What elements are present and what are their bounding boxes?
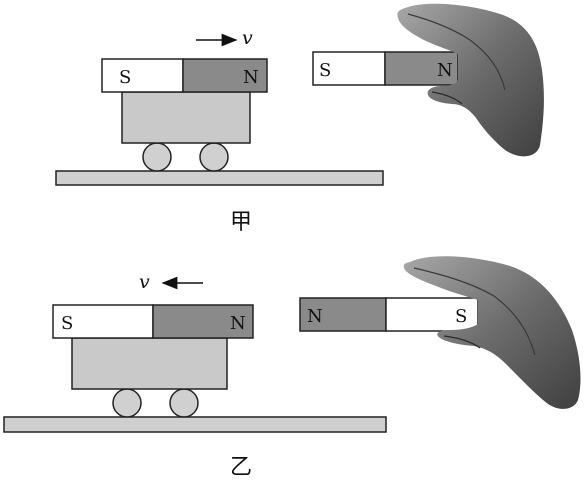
panel-caption: 乙 [230, 455, 252, 480]
cart-body [71, 337, 228, 390]
pole-label: N [243, 67, 259, 88]
hand-icon [403, 256, 581, 409]
pole-label: N [230, 313, 246, 334]
pole-label: S [61, 313, 73, 334]
cart-body [121, 91, 251, 144]
hand-magnet: N S [299, 297, 479, 332]
velocity-label: v [242, 27, 253, 49]
velocity-label: v [139, 271, 150, 293]
pole-label: S [455, 306, 467, 327]
pole-label: N [437, 60, 453, 81]
panel-caption: 甲 [230, 210, 252, 235]
panel-jia: S N v S N 甲 [55, 3, 544, 235]
hand-magnet: S N [312, 51, 459, 86]
panel-yi: S N v N S 乙 [3, 256, 581, 480]
wheel [169, 388, 199, 418]
track [55, 170, 384, 186]
track [3, 416, 387, 433]
pole-label: N [307, 306, 323, 327]
wheel [199, 142, 229, 172]
hand-icon [397, 3, 544, 157]
pole-label: S [319, 60, 331, 81]
cart-magnet: S N [52, 304, 254, 339]
pole-label: S [119, 67, 131, 88]
wheel [112, 388, 142, 418]
wheel [142, 142, 172, 172]
cart-magnet: S N [101, 58, 268, 93]
